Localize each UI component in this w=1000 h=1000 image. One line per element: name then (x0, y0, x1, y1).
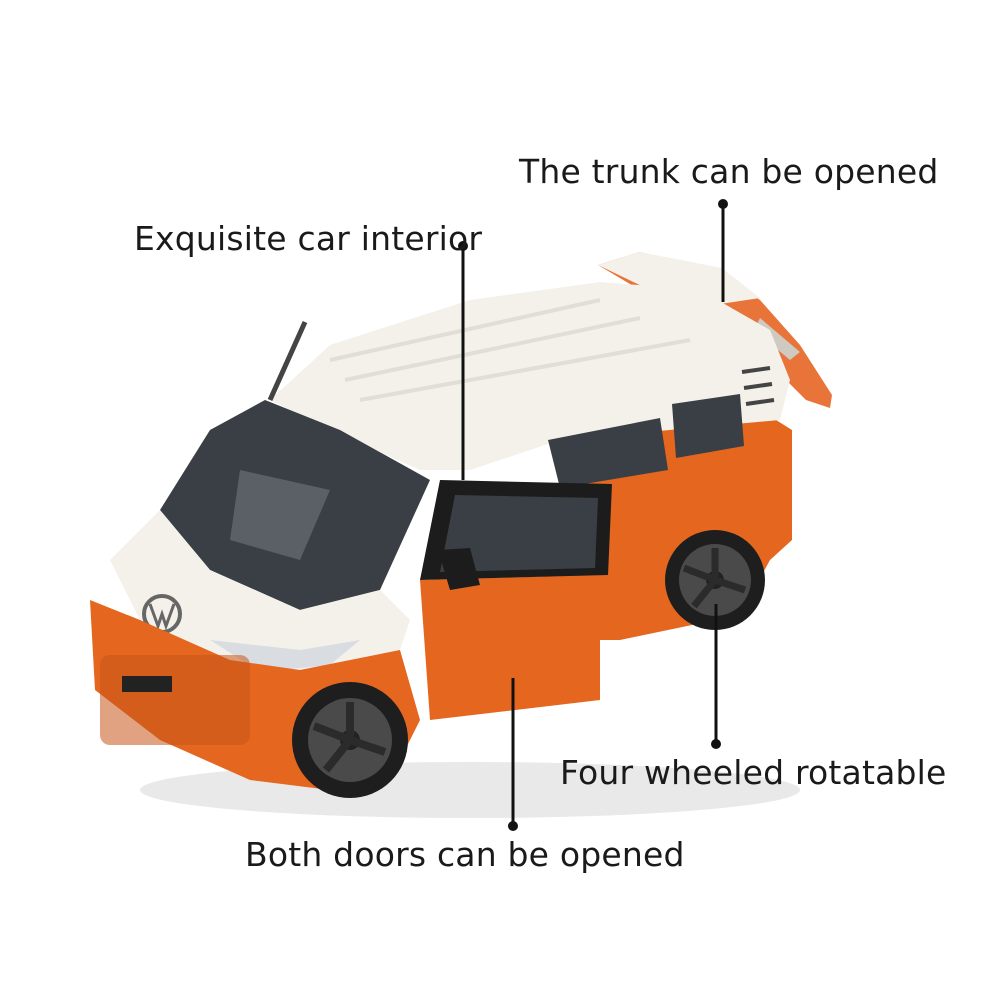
callout-trunk: The trunk can be opened (519, 152, 939, 191)
open-front-door-edge (267, 320, 308, 402)
doors-leader-dot (508, 821, 518, 831)
callout-interior: Exquisite car interior (134, 219, 483, 258)
interior-leader-dot (458, 241, 468, 251)
open-side-door (420, 480, 612, 720)
license-badge (122, 676, 172, 692)
trunk-leader-dot (718, 199, 728, 209)
front-grille (100, 655, 250, 745)
leader-lines (458, 199, 728, 831)
wheels-leader-dot (711, 739, 721, 749)
front-wheel (292, 682, 408, 798)
side-mirror (438, 548, 480, 590)
callout-doors: Both doors can be opened (245, 835, 685, 874)
rear-window (548, 418, 668, 488)
rear-wheel (665, 530, 765, 630)
front-mask (110, 510, 410, 670)
rear-quarter-window (672, 394, 744, 458)
callout-wheels: Four wheeled rotatable (560, 753, 947, 792)
